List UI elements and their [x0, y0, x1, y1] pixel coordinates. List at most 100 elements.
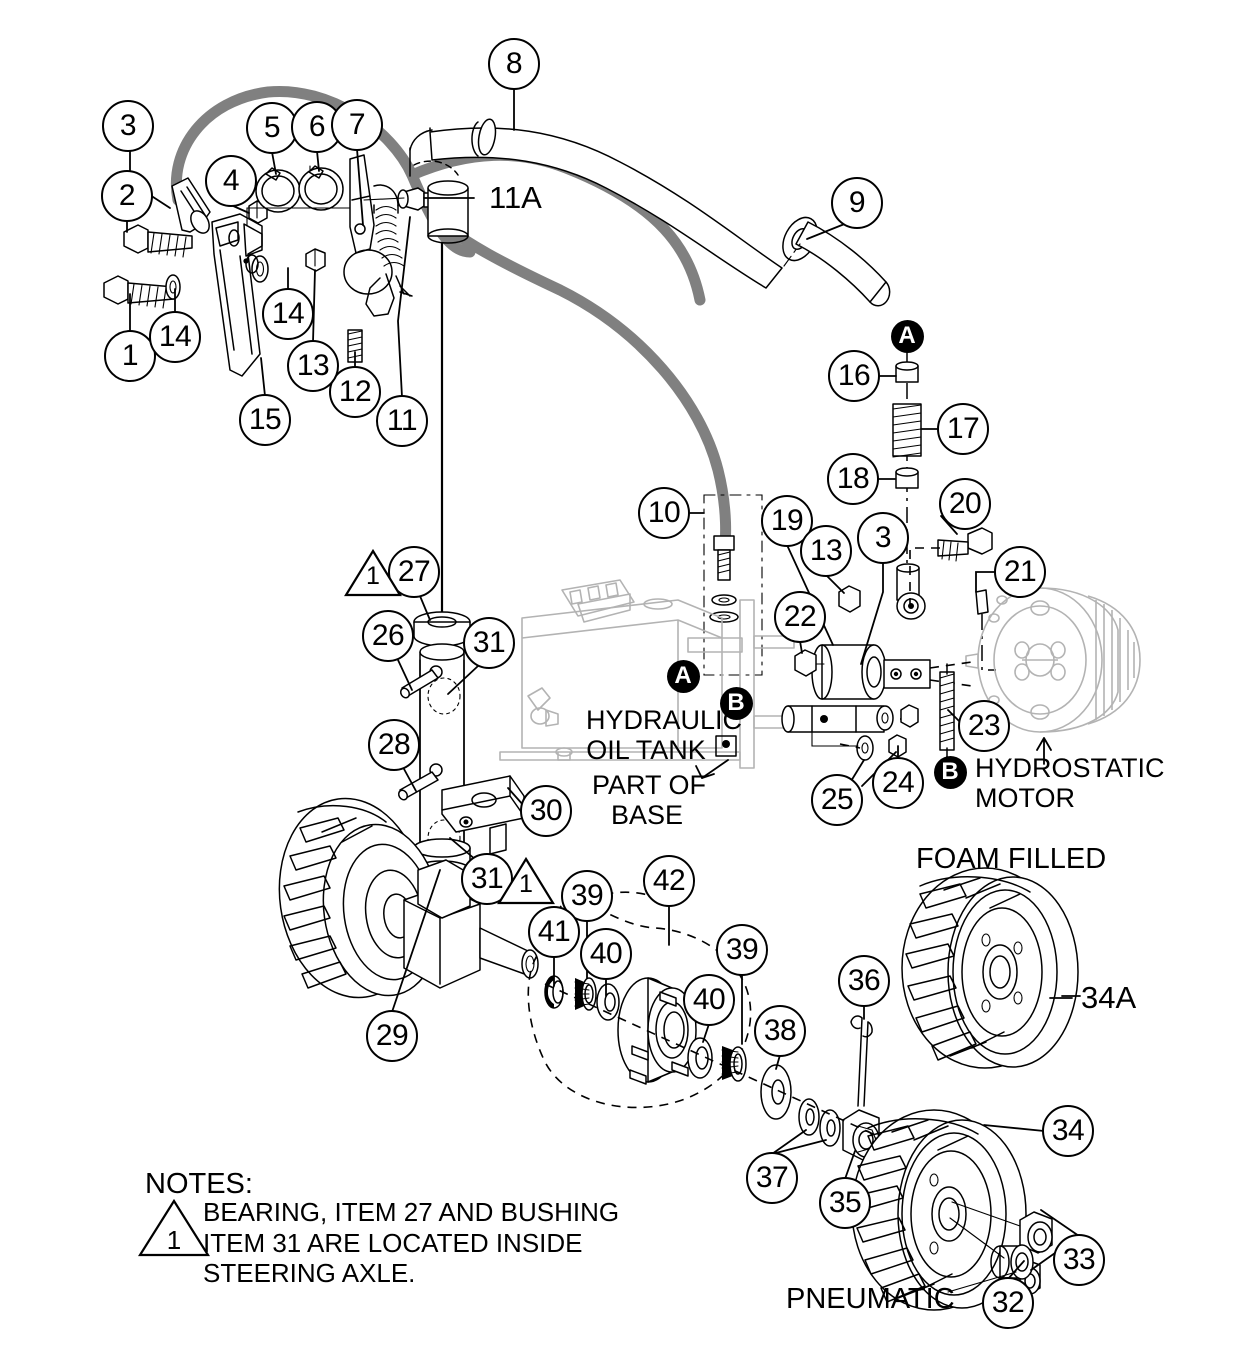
callout-17: 17 — [937, 403, 989, 455]
callout-36: 36 — [838, 955, 890, 1007]
callout-20: 20 — [939, 478, 991, 530]
part-5-clamp — [255, 167, 301, 213]
label-hydrostatic-motor: HYDROSTATIC MOTOR — [975, 753, 1165, 814]
callout-10: 10 — [638, 487, 690, 539]
callout-40: 40 — [580, 928, 632, 980]
part-37-washer-a — [798, 1098, 820, 1136]
callout-1: 1 — [104, 330, 156, 382]
steering-knuckle — [403, 859, 539, 989]
callout-7: 7 — [331, 99, 383, 151]
part-41-seal — [544, 975, 564, 1009]
part-39a-bearing — [574, 977, 597, 1011]
callout-35: 35 — [819, 1177, 871, 1229]
notes-heading: NOTES: — [145, 1168, 253, 1200]
part-9-grip — [782, 216, 891, 307]
part-2-bolt — [123, 224, 193, 258]
callout-21: 21 — [994, 546, 1046, 598]
part-10-hose-end — [703, 494, 763, 676]
part-37-washer-b — [819, 1109, 841, 1147]
callout-23: 23 — [958, 700, 1010, 752]
callout-3: 3 — [102, 100, 154, 152]
part-1-bolt — [103, 275, 175, 309]
part-36-cotter-pin — [850, 1015, 873, 1107]
part-39b-bearing — [721, 1046, 747, 1082]
part-14-washer-b — [251, 255, 269, 283]
notes-triangle-label: 1 — [166, 1225, 182, 1255]
part-20-bolt — [937, 527, 993, 562]
callout-37: 37 — [746, 1152, 798, 1204]
callout-3: 3 — [857, 512, 909, 564]
label-pneumatic: PNEUMATIC — [786, 1283, 955, 1315]
callout-2: 2 — [101, 170, 153, 222]
part-30-bracket — [441, 775, 525, 855]
callout-15: 15 — [239, 394, 291, 446]
callout-13: 13 — [800, 525, 852, 577]
lower-link-bar — [781, 705, 885, 733]
part-15-bracket — [211, 213, 263, 377]
part-3b-rod-end — [896, 563, 926, 620]
steering-wheel-tire — [278, 797, 442, 999]
callout-14: 14 — [262, 288, 314, 340]
notes-warning-triangle-icon — [138, 1198, 210, 1257]
part-12-spring — [347, 329, 363, 363]
section-marker-b: B — [719, 686, 753, 720]
part-28-pin — [397, 771, 439, 801]
part-8-handlebar — [429, 118, 783, 289]
callout-42: 42 — [643, 855, 695, 907]
wheel-34a-foam-filled — [901, 867, 1079, 1069]
callout-32: 32 — [982, 1277, 1034, 1329]
part-14-washer-a — [165, 274, 181, 300]
callout-34: 34 — [1042, 1105, 1094, 1157]
part-23-spring — [939, 663, 955, 759]
warning-triangle-icon: 1 — [497, 856, 555, 906]
part-21-key — [975, 589, 989, 615]
part-40a-washer — [596, 983, 620, 1021]
section-marker-a: A — [666, 659, 700, 693]
part-25-washer-a — [876, 705, 894, 731]
callout-5: 5 — [246, 102, 298, 154]
callout-8: 8 — [488, 38, 540, 90]
callout-39: 39 — [716, 924, 768, 976]
callout-29: 29 — [366, 1010, 418, 1062]
callout-39: 39 — [561, 870, 613, 922]
label-part-of-base: PART OF BASE — [592, 770, 707, 831]
callout-30: 30 — [520, 785, 572, 837]
label-item-34a: 34A — [1081, 980, 1137, 1015]
callout-16: 16 — [828, 350, 880, 402]
part-18-spacer — [895, 467, 919, 489]
part-6-clamp — [298, 165, 344, 211]
callout-18: 18 — [827, 453, 879, 505]
part-19-damper — [811, 644, 887, 700]
part-3-hose-fitting — [171, 177, 211, 234]
section-marker-b: B — [933, 755, 967, 789]
part-40b-washer — [687, 1037, 713, 1079]
callout-28: 28 — [368, 719, 420, 771]
callout-33: 33 — [1053, 1234, 1105, 1286]
callout-4: 4 — [205, 155, 257, 207]
callout-12: 12 — [329, 366, 381, 418]
warning-triangle-icon: 1 — [344, 548, 402, 598]
label-item-11a: 11A — [489, 180, 542, 215]
callout-22: 22 — [774, 591, 826, 643]
callout-38: 38 — [754, 1005, 806, 1057]
label-hydraulic-oil-tank: HYDRAULIC OIL TANK — [586, 705, 743, 766]
section-marker-a: A — [890, 319, 924, 353]
part-24-nut-a — [900, 704, 919, 728]
part-17-spring — [892, 403, 922, 458]
callout-26: 26 — [362, 610, 414, 662]
wheel-34-pneumatic — [851, 1109, 1027, 1311]
motor-bracket — [883, 659, 931, 689]
callout-24: 24 — [872, 757, 924, 809]
callout-14: 14 — [149, 311, 201, 363]
callout-11: 11 — [376, 395, 428, 447]
part-22-nut — [794, 649, 817, 677]
callout-31: 31 — [463, 617, 515, 669]
part-13-nut — [305, 248, 326, 272]
callout-25: 25 — [811, 774, 863, 826]
part-16-spacer — [895, 361, 919, 383]
callout-40: 40 — [683, 974, 735, 1026]
label-foam-filled: FOAM FILLED — [916, 843, 1107, 875]
part-38-washer — [760, 1064, 792, 1120]
